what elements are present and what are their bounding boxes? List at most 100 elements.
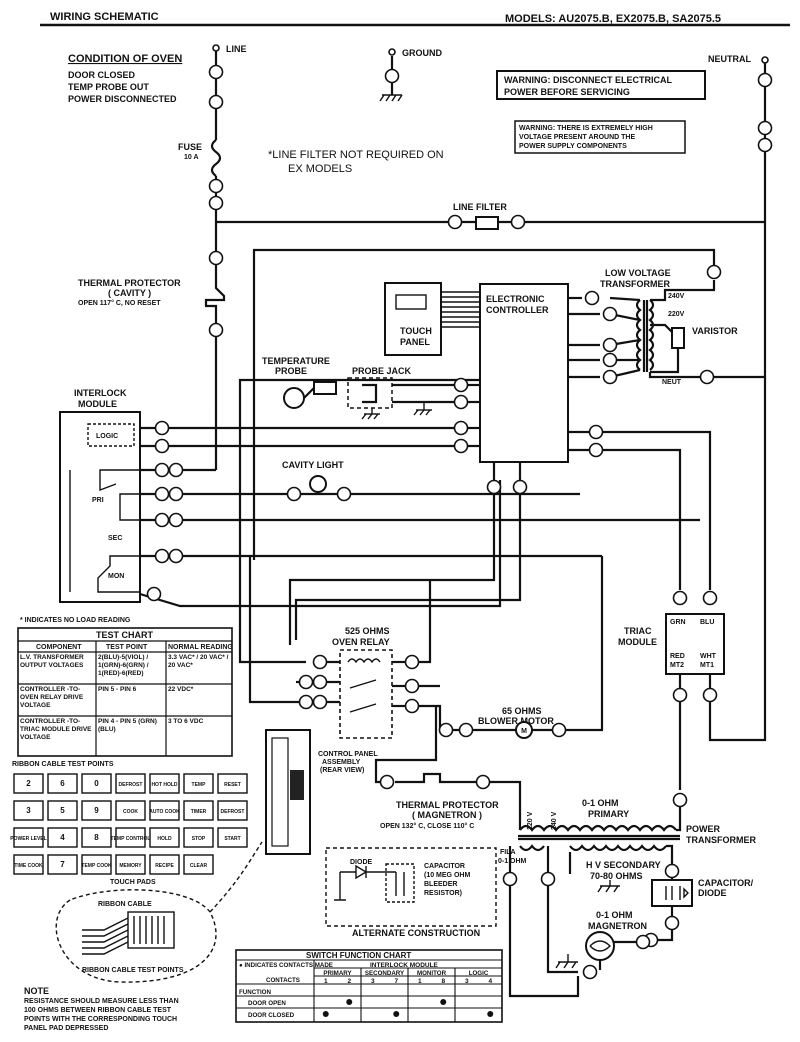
schematic-title: WIRING SCHEMATIC bbox=[50, 11, 159, 23]
diode-label: DIODE bbox=[350, 859, 373, 866]
wire-node bbox=[502, 871, 518, 887]
touch-pad-label: TEMP CONTROL bbox=[111, 836, 151, 842]
wire-node bbox=[635, 934, 651, 950]
wire-node bbox=[208, 64, 224, 80]
switch-chart-function-label: FUNCTION bbox=[239, 989, 271, 996]
pri-label: PRI bbox=[92, 497, 104, 504]
wire-node bbox=[458, 722, 474, 738]
wire-node bbox=[438, 722, 454, 738]
touch-pad bbox=[81, 827, 112, 848]
touch-pad-label: HOT HOLD bbox=[151, 782, 177, 788]
wire-node bbox=[168, 486, 184, 502]
v240-label: 240V bbox=[668, 293, 685, 300]
switch-chart-title: SWITCH FUNCTION CHART bbox=[306, 951, 411, 960]
touch-pad-label: 6 bbox=[60, 779, 65, 788]
varistor bbox=[671, 327, 685, 349]
touch-pad bbox=[13, 800, 44, 821]
tc-row1-reading: 3.3 VAC* / 20 VAC* / 20 VAC* bbox=[168, 654, 229, 669]
neut-label: NEUT bbox=[662, 379, 682, 386]
fila-label-2: 0-1 OHM bbox=[498, 858, 527, 865]
lvt-label-1: LOW VOLTAGE bbox=[605, 268, 671, 278]
contact-made-mark bbox=[393, 1011, 400, 1017]
switch-chart-group: INTERLOCK MODULE bbox=[370, 962, 439, 969]
triac-mt2: MT2 bbox=[670, 662, 684, 669]
touch-pad-label: RECIPE bbox=[155, 863, 174, 869]
warning-2-line-1: WARNING: THERE IS EXTREMELY HIGH bbox=[519, 125, 653, 132]
touch-panel-label-2: PANEL bbox=[400, 337, 430, 347]
note-line-4: PANEL PAD DEPRESSED bbox=[24, 1025, 108, 1032]
wire-node bbox=[582, 964, 598, 980]
probe-jack-label: PROBE JACK bbox=[352, 366, 412, 376]
touch-pad-label: 2 bbox=[26, 779, 31, 788]
touch-pad-label: CLEAR bbox=[190, 863, 208, 869]
note-title: NOTE bbox=[24, 986, 49, 996]
controller-label-2: CONTROLLER bbox=[486, 305, 549, 315]
switch-chart-contact: 2 bbox=[347, 978, 351, 985]
condition-line-1: DOOR CLOSED bbox=[68, 70, 136, 80]
wire-node bbox=[208, 250, 224, 266]
wire-node bbox=[379, 774, 395, 790]
switch-chart-row-label: DOOR OPEN bbox=[248, 1000, 286, 1007]
wire-node bbox=[512, 479, 528, 495]
touch-pad-label: STOP bbox=[192, 836, 206, 842]
models-label: MODELS: AU2075.B, EX2075.B, SA2075.5 bbox=[505, 13, 721, 25]
ribbon-test-points-label: RIBBON CABLE TEST POINTS bbox=[12, 761, 114, 768]
touch-pad-label: AUTO COOK bbox=[149, 809, 180, 815]
wire-node bbox=[384, 68, 400, 84]
wire-node bbox=[208, 94, 224, 110]
line-filter bbox=[475, 216, 499, 230]
mon-label: MON bbox=[108, 573, 124, 580]
temp-probe-label-1: TEMPERATURE bbox=[262, 356, 330, 366]
blower-label-2: BLOWER MOTOR bbox=[478, 716, 554, 726]
neutral-terminal bbox=[761, 56, 769, 64]
wire-node bbox=[757, 72, 773, 88]
capacitor-symbol bbox=[665, 886, 689, 900]
thermal-mag-2: ( MAGNETRON ) bbox=[412, 810, 482, 820]
varistor-label: VARISTOR bbox=[692, 326, 738, 336]
wire-node bbox=[475, 774, 491, 790]
switch-chart-contact: 4 bbox=[488, 978, 492, 985]
touch-pad bbox=[183, 800, 214, 821]
wire-node bbox=[154, 512, 170, 528]
lvt-label-2: TRANSFORMER bbox=[600, 279, 670, 289]
wire-node bbox=[168, 512, 184, 528]
triac-red: RED bbox=[670, 653, 685, 660]
ribbon-cable-tp-label: RIBBON CABLE TEST POINTS bbox=[82, 967, 184, 974]
tc-row2-component: CONTROLLER -TO- OVEN RELAY DRIVE VOLTAGE bbox=[20, 686, 84, 709]
touch-pad bbox=[217, 773, 248, 794]
thermal-cavity-3: OPEN 117° C, NO RESET bbox=[78, 299, 161, 307]
ribbon-cable-bubble bbox=[55, 889, 217, 983]
wire-node bbox=[486, 479, 502, 495]
wire-node bbox=[336, 486, 352, 502]
magnetron-label-1: 0-1 OHM bbox=[596, 910, 633, 920]
touch-pad-label: 4 bbox=[60, 833, 65, 842]
ground-label: GROUND bbox=[402, 48, 442, 58]
touch-pad-label: TEMP bbox=[192, 782, 207, 788]
touch-pad bbox=[13, 773, 44, 794]
primary-label-1: 0-1 OHM bbox=[582, 798, 619, 808]
magnetron-ground bbox=[555, 954, 578, 969]
interlock-module bbox=[59, 411, 141, 603]
blower-motor-m: M bbox=[521, 728, 527, 735]
wire-node bbox=[757, 120, 773, 136]
line-label: LINE bbox=[226, 44, 247, 54]
wire-node bbox=[404, 678, 420, 694]
wire-node bbox=[146, 586, 162, 602]
warning-2-line-3: POWER SUPPLY COMPONENTS bbox=[519, 143, 627, 150]
wire-node bbox=[286, 486, 302, 502]
cap-note-3: BLEEDER bbox=[424, 881, 457, 888]
cap-note-4: RESISTOR) bbox=[424, 890, 462, 897]
line-filter-note-2: EX MODELS bbox=[288, 163, 352, 175]
hv-secondary-2: 70-80 OHMS bbox=[590, 871, 643, 881]
interlock-switches bbox=[69, 469, 140, 593]
cpa-label-3: (REAR VIEW) bbox=[320, 767, 364, 774]
touch-pad bbox=[183, 854, 214, 875]
wire-node bbox=[154, 420, 170, 436]
wire-node bbox=[154, 462, 170, 478]
switch-chart-row-label: DOOR CLOSED bbox=[248, 1012, 295, 1019]
fuse-rating: 10 A bbox=[184, 154, 199, 161]
alt-diode bbox=[340, 864, 396, 880]
tc-row1-testpoint: 2(BLU)-5(VIOL) / 1(GRN)-6(GRN) / 1(RED)-… bbox=[98, 654, 149, 677]
wire-node bbox=[551, 722, 567, 738]
